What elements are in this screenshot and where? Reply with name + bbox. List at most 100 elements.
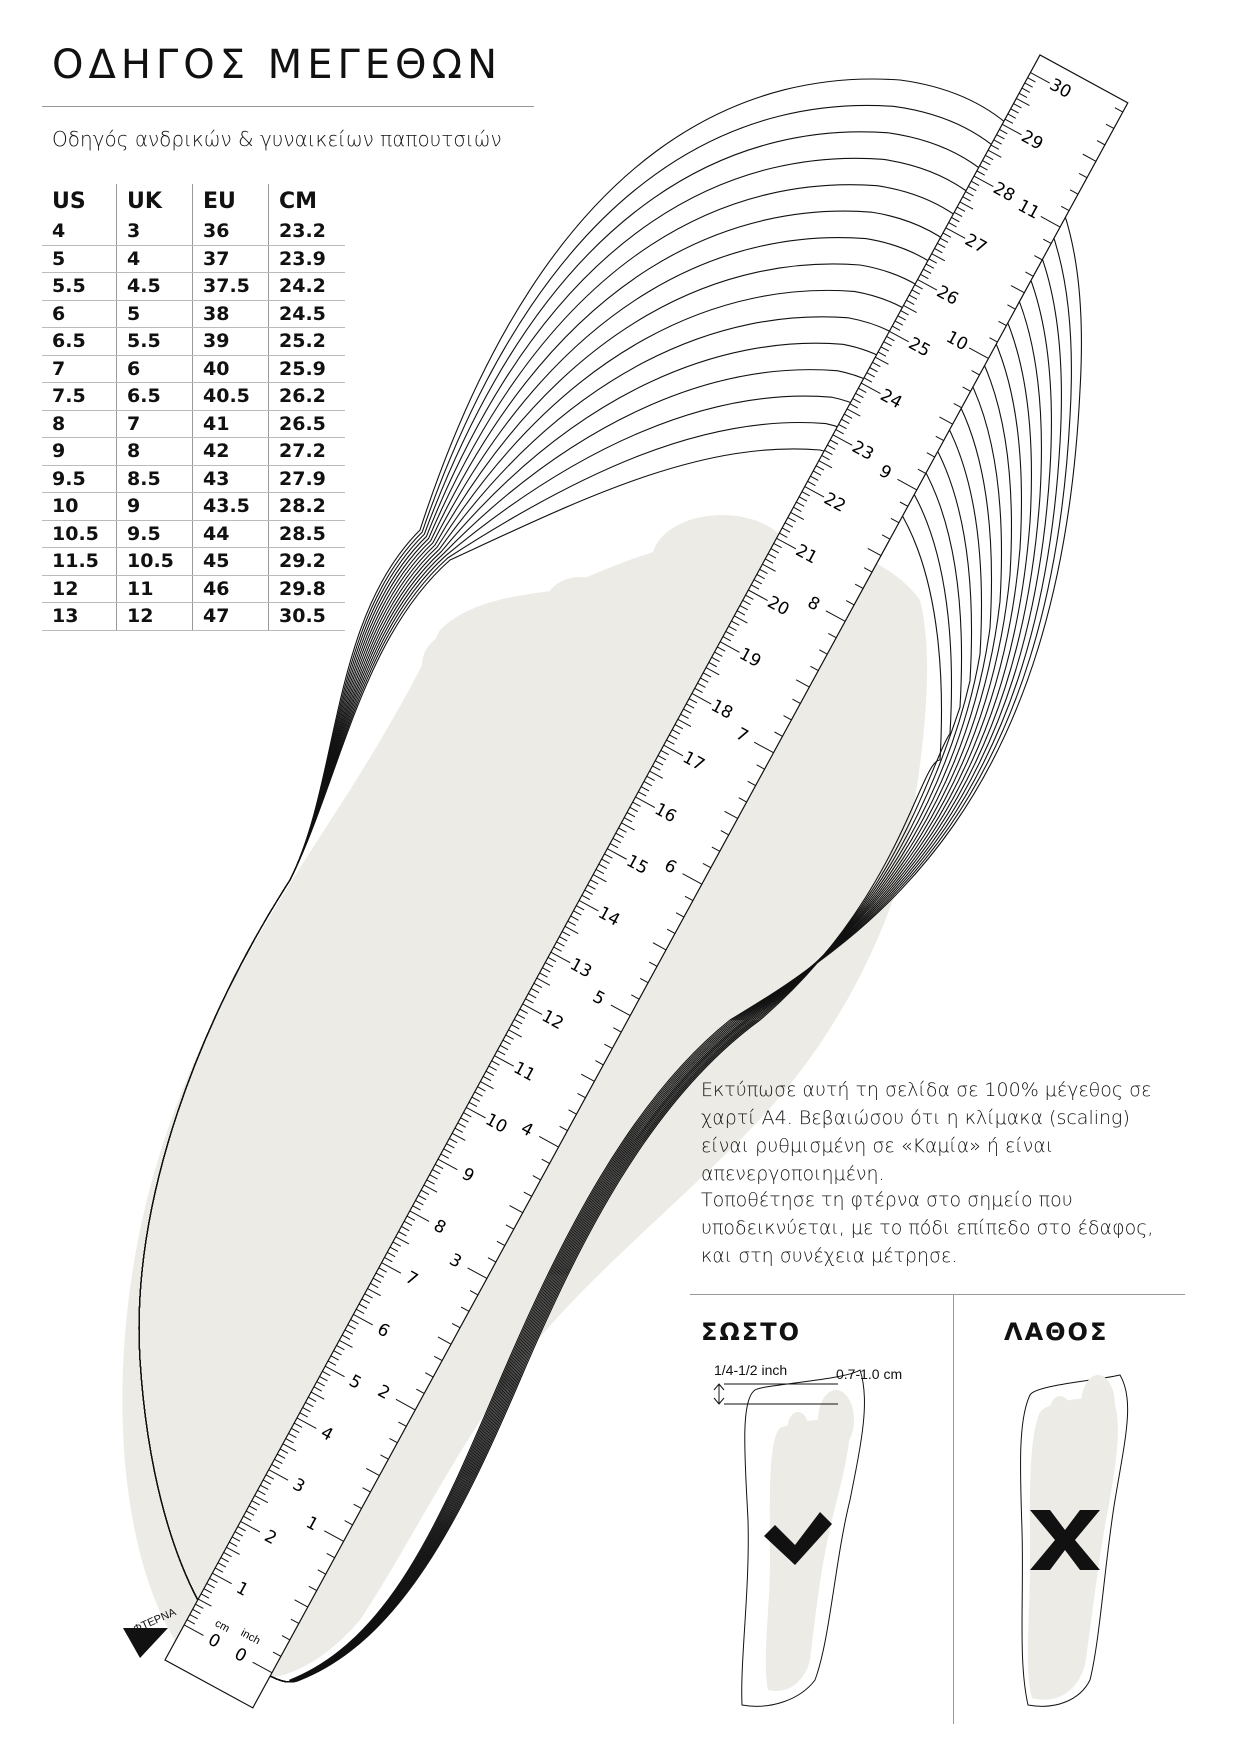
ruler-cm-tick [223, 1551, 232, 1558]
size-cell-uk: 5.5 [116, 327, 193, 356]
ruler-cm-tick [748, 589, 768, 601]
ruler-inch-tick [509, 1205, 523, 1214]
ruler-cm-tick [587, 884, 596, 890]
ruler-inch-tick [968, 347, 989, 359]
size-cell-us: 8 [42, 410, 117, 438]
ruler-inch-tick [290, 1618, 300, 1624]
ruler-cm-tick [875, 356, 889, 365]
size-cell-eu: 43.5 [192, 492, 269, 521]
ruler-cm-tick [643, 781, 653, 787]
ruler-cm-tick [271, 1464, 280, 1470]
ruler-cm-tick [835, 429, 844, 435]
ruler-cm-tick [900, 310, 909, 316]
size-cell-us: 12 [42, 575, 117, 603]
ruler-cm-tick [796, 501, 805, 507]
ruler-cm-tick [573, 910, 582, 916]
ruler-inch-tick [389, 1437, 398, 1444]
column-header-eu: EU [192, 184, 269, 218]
ruler-cm-tick [251, 1500, 260, 1506]
ruler-cm-tick [279, 1448, 289, 1454]
ruler-cm-tick [700, 677, 709, 683]
ruler-cm-tick [282, 1443, 297, 1452]
ruler-cm-tick [996, 134, 1005, 140]
ruler-cm-tick [604, 853, 613, 859]
ruler-inch-tick [460, 1306, 470, 1312]
wrong-toe-big [1081, 1375, 1115, 1435]
ruler-inch-tick [774, 731, 783, 737]
ruler-cm-tick [762, 563, 776, 572]
ruler-inch-tick [897, 478, 918, 491]
ruler-cm-tick [192, 1608, 201, 1615]
ruler-cm-tick [1016, 97, 1030, 107]
ruler-cm-tick [979, 165, 988, 171]
ruler-cm-tick [697, 682, 706, 688]
correct-gap-arrow [713, 1383, 725, 1405]
ruler-cm-tick [908, 294, 918, 300]
ruler-cm-tick [508, 1029, 522, 1038]
ruler-cm-tick [607, 848, 627, 860]
size-cell-eu: 44 [192, 520, 269, 548]
ruler-cm-tick [807, 480, 816, 487]
size-cell-us: 11.5 [42, 547, 117, 576]
size-cell-cm: 28.5 [268, 520, 345, 548]
ruler-cm-tick [959, 201, 974, 210]
size-cell-eu: 41 [192, 410, 269, 438]
ruler-cm-tick [299, 1412, 308, 1418]
ruler-cm-tick [736, 610, 746, 616]
ruler-cm-tick [739, 605, 749, 611]
ruler-cm-tick [1021, 87, 1031, 93]
ruler-inch-tick [577, 1092, 586, 1099]
ruler-cm-tick [463, 1112, 472, 1118]
ruler-inch-tick [756, 764, 765, 770]
ruler-cm-tick [409, 1210, 430, 1222]
ruler-cm-tick [449, 1138, 458, 1144]
ruler-cm-tick [389, 1246, 399, 1252]
ruler-cm-tick [203, 1588, 213, 1594]
size-cell-eu: 36 [192, 218, 269, 246]
ruler-cm-tick [626, 812, 636, 818]
ruler-inch-tick [682, 873, 703, 885]
toe-3 [545, 577, 615, 633]
ruler-cm-tick [790, 511, 805, 521]
ruler-cm-tick [494, 1055, 515, 1067]
ruler-inch-tick [362, 1487, 371, 1493]
ruler-cm-tick [291, 1427, 300, 1433]
instructions-print: Εκτύπωσε αυτή τη σελίδα σε 100% μέγεθος … [701, 1079, 1152, 1185]
ruler-cm-tick [347, 1324, 356, 1330]
ruler-cm-tick [539, 972, 548, 978]
column-header-cm: CM [268, 184, 345, 218]
ruler-inch-tick [1105, 123, 1115, 129]
ruler-cm-tick [728, 625, 737, 631]
ruler-cm-tick [333, 1350, 342, 1356]
size-cell-eu: 46 [192, 575, 269, 603]
ruler-inch-tick [1007, 304, 1016, 310]
ruler-cm-tick [705, 667, 720, 676]
ruler-cm-tick [434, 1163, 444, 1170]
ruler-cm-tick [906, 299, 915, 305]
ruler-cm-tick [547, 956, 557, 963]
ruler-cm-tick [877, 351, 887, 357]
ruler-cm-tick [209, 1577, 218, 1584]
ruler-cm-tick [770, 548, 780, 554]
ruler-inch-tick [398, 1421, 407, 1427]
ruler-cm-tick [937, 242, 946, 249]
ruler-inch-tick [317, 1569, 326, 1575]
ruler-cm-tick [466, 1107, 486, 1119]
ruler-inch-tick [845, 600, 855, 606]
size-cell-eu: 42 [192, 437, 269, 466]
ruler-inch-tick [792, 698, 801, 704]
ruler-cm-tick [457, 1122, 466, 1128]
ruler-inch-tick [989, 337, 998, 343]
size-cell-uk: 6.5 [116, 382, 193, 411]
ruler-cm-tick [863, 377, 873, 383]
page-subtitle: Οδηγός ανδρικών & γυναικείων παπουτσιών [52, 127, 502, 151]
ruler-inch-tick [1078, 172, 1088, 179]
ruler-cm-tick [872, 361, 881, 368]
page-title: ΟΔΗΓΟΣ ΜΕΓΕΘΩΝ [52, 42, 502, 88]
